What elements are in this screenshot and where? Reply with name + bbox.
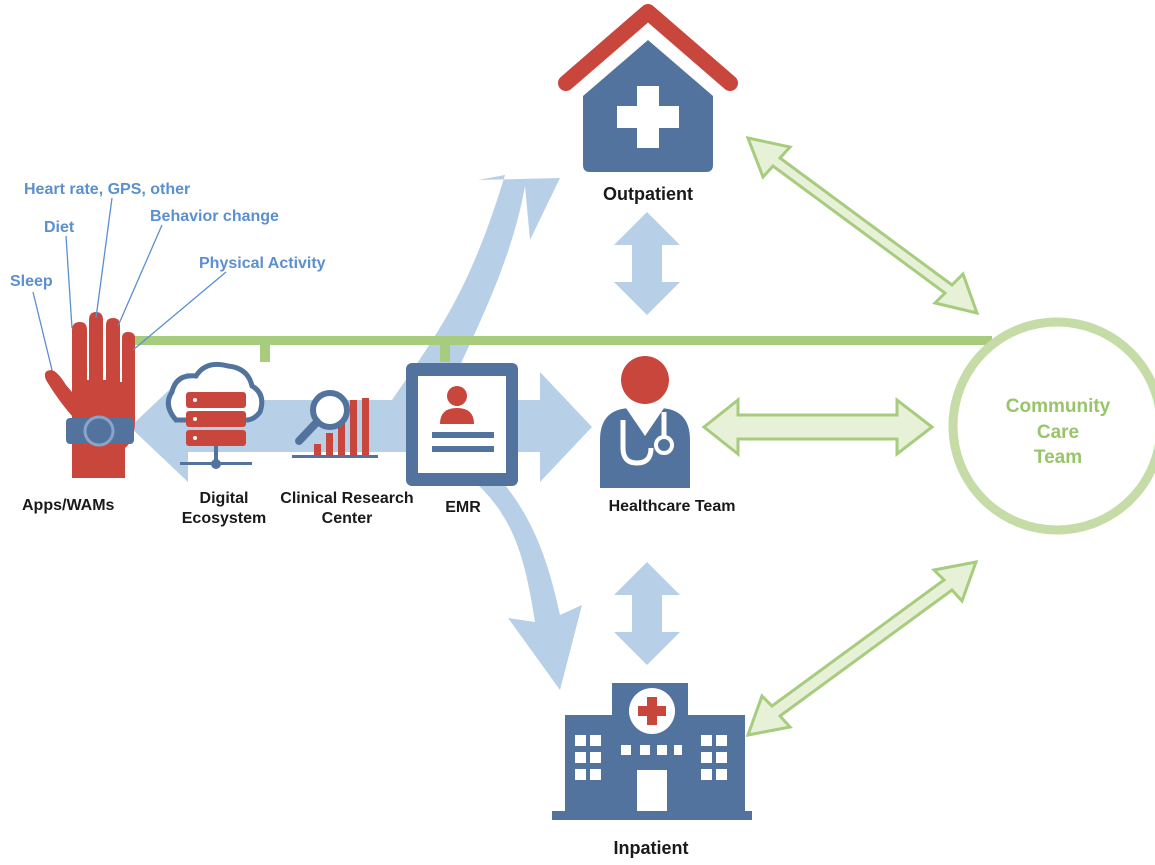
annotation-diet: Diet — [44, 219, 75, 236]
label-clinical-line1: Clinical Research — [280, 490, 414, 507]
annotation-physical-activity: Physical Activity — [199, 255, 326, 272]
community-care-circle — [948, 317, 1155, 535]
annotation-heart-rate: Heart rate, GPS, other — [24, 181, 191, 198]
arrow-healthcare-inpatient — [614, 562, 680, 665]
annotation-leader-lines — [32, 197, 227, 371]
label-community-care-team: Community Care Team — [985, 394, 1131, 471]
emr-id-card-icon — [406, 363, 518, 486]
magnifier-chart-icon — [292, 390, 378, 458]
label-healthcare-team: Healthcare Team — [608, 498, 736, 515]
house-plus-icon — [558, 4, 738, 172]
label-digital-line2: Ecosystem — [181, 509, 267, 527]
arrow-outpatient-healthcare — [614, 212, 680, 315]
hand-wearable-icon — [44, 312, 135, 478]
green-arrow-outpatient-community — [745, 135, 980, 316]
label-community-line2: Care — [1036, 421, 1080, 443]
label-community-line3: Team — [1033, 447, 1083, 469]
label-emr: EMR — [445, 499, 481, 516]
label-inpatient: Inpatient — [613, 838, 689, 858]
curved-arrow-to-inpatient — [460, 455, 582, 690]
annotation-sleep: Sleep — [10, 273, 53, 290]
label-digital-line1: Digital — [199, 490, 249, 507]
green-connector-line — [132, 336, 992, 345]
label-digital-ecosystem: Digital Ecosystem — [170, 489, 278, 528]
arrow-apps-emr — [130, 372, 412, 482]
label-clinical-line2: Center — [321, 509, 373, 527]
arrow-emr-healthcare — [518, 372, 592, 482]
label-clinical-research-center: Clinical Research Center — [266, 489, 428, 528]
green-arrow-inpatient-community — [745, 560, 979, 737]
curved-arrow-to-outpatient — [392, 175, 560, 410]
label-apps-wams: Apps/WAMs — [22, 497, 115, 514]
green-connector-tick-1 — [260, 340, 270, 362]
green-connector-tick-2 — [440, 340, 450, 362]
cloud-server-icon — [165, 361, 265, 469]
green-arrow-healthcare-community — [701, 396, 935, 458]
annotation-behavior-change: Behavior change — [150, 208, 279, 225]
label-community-line1: Community — [1005, 396, 1111, 417]
label-outpatient: Outpatient — [603, 184, 693, 204]
hospital-building-icon — [552, 683, 752, 820]
doctor-stethoscope-icon — [600, 356, 690, 488]
